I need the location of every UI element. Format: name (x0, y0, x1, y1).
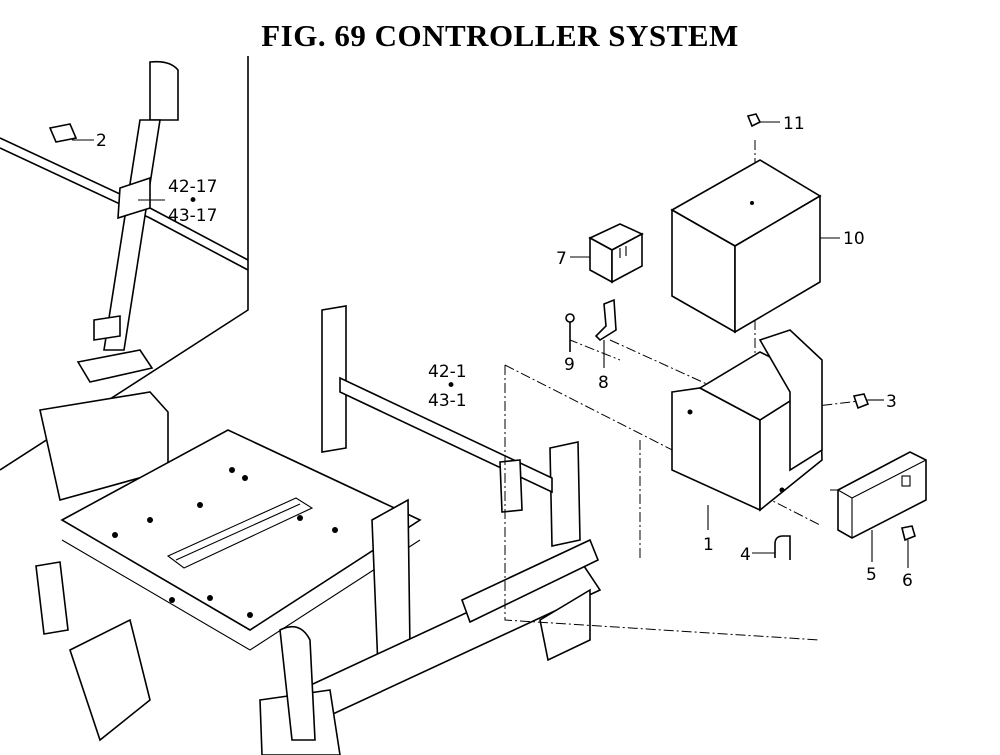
callout-9: 9 (564, 355, 575, 375)
plate-holes (112, 467, 338, 618)
callout-dot-2: • (446, 376, 456, 396)
callout-8: 8 (598, 373, 609, 393)
figure-title: FIG. 69 CONTROLLER SYSTEM (261, 18, 739, 53)
part-6-nut (901, 525, 916, 542)
part-3-nut (852, 393, 870, 410)
callout-42-1: 42-1 (428, 362, 467, 382)
part-8-bracket (594, 298, 617, 342)
callout-3: 3 (886, 392, 897, 412)
callout-4: 4 (740, 545, 751, 565)
callout-43-17: 43-17 (168, 206, 217, 226)
main-frame-assembly (35, 305, 602, 755)
callout-42-17: 42-17 (168, 177, 217, 197)
leader-lines (570, 121, 909, 568)
part-10-cover (670, 159, 822, 334)
part-1-controller-box (671, 329, 823, 512)
part-7-connector (588, 223, 644, 284)
callout-43-1: 43-1 (428, 391, 467, 411)
callout-1: 1 (703, 535, 714, 555)
part-5-cover-cap (837, 451, 927, 539)
callout-dot: • (188, 191, 198, 211)
callout-7: 7 (556, 249, 567, 269)
part-4-u-bolt (774, 535, 791, 560)
part-9-screw (565, 313, 575, 352)
callout-6: 6 (902, 571, 913, 591)
callout-labels: 2 42-17 • 43-17 42-1 • 43-1 11 10 7 9 8 … (96, 114, 913, 591)
part-11-nut (746, 113, 762, 128)
callout-11: 11 (783, 114, 805, 134)
callout-10: 10 (843, 229, 865, 249)
callout-2: 2 (96, 131, 107, 151)
callout-5: 5 (866, 565, 877, 585)
inset-detail-panel (0, 56, 249, 471)
